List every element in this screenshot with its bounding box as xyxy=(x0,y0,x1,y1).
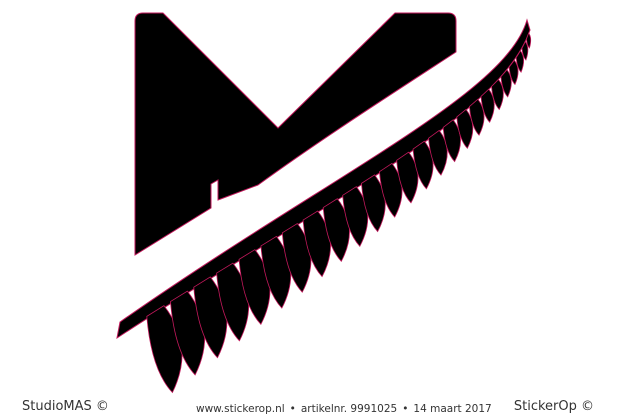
fern-leaf xyxy=(491,78,504,111)
separator: • xyxy=(402,403,409,415)
fern-leaf xyxy=(396,151,419,204)
brand-credit: StickerOp © xyxy=(513,399,594,414)
fern-leaves xyxy=(146,32,532,394)
studio-credit: StudioMAS © xyxy=(22,399,109,414)
fern-leaf xyxy=(508,59,519,86)
fern-leaf xyxy=(515,50,525,73)
fern-leaf xyxy=(480,88,495,123)
fern-leaf xyxy=(428,129,448,176)
fern-leaf xyxy=(379,162,403,218)
fern-leaf xyxy=(469,98,485,136)
fern-leaf xyxy=(361,174,386,233)
article-number: artikelnr. 9991025 xyxy=(300,403,398,415)
fern-leaf xyxy=(442,119,461,163)
fern-leaf xyxy=(526,32,532,49)
date-text: 14 maart 2017 xyxy=(413,403,492,415)
fern-leaf xyxy=(342,186,369,247)
product-info: www.stickerop.nl • artikelnr. 9991025 • 14 m… xyxy=(196,401,492,417)
fern-leaf xyxy=(412,140,434,190)
fern-leaf xyxy=(521,40,529,61)
website-text: www.stickerop.nl xyxy=(196,403,285,415)
fern-leaf xyxy=(456,108,474,149)
fern-leaf xyxy=(500,69,512,98)
letter-m-shape xyxy=(134,12,457,256)
separator: • xyxy=(289,403,296,415)
